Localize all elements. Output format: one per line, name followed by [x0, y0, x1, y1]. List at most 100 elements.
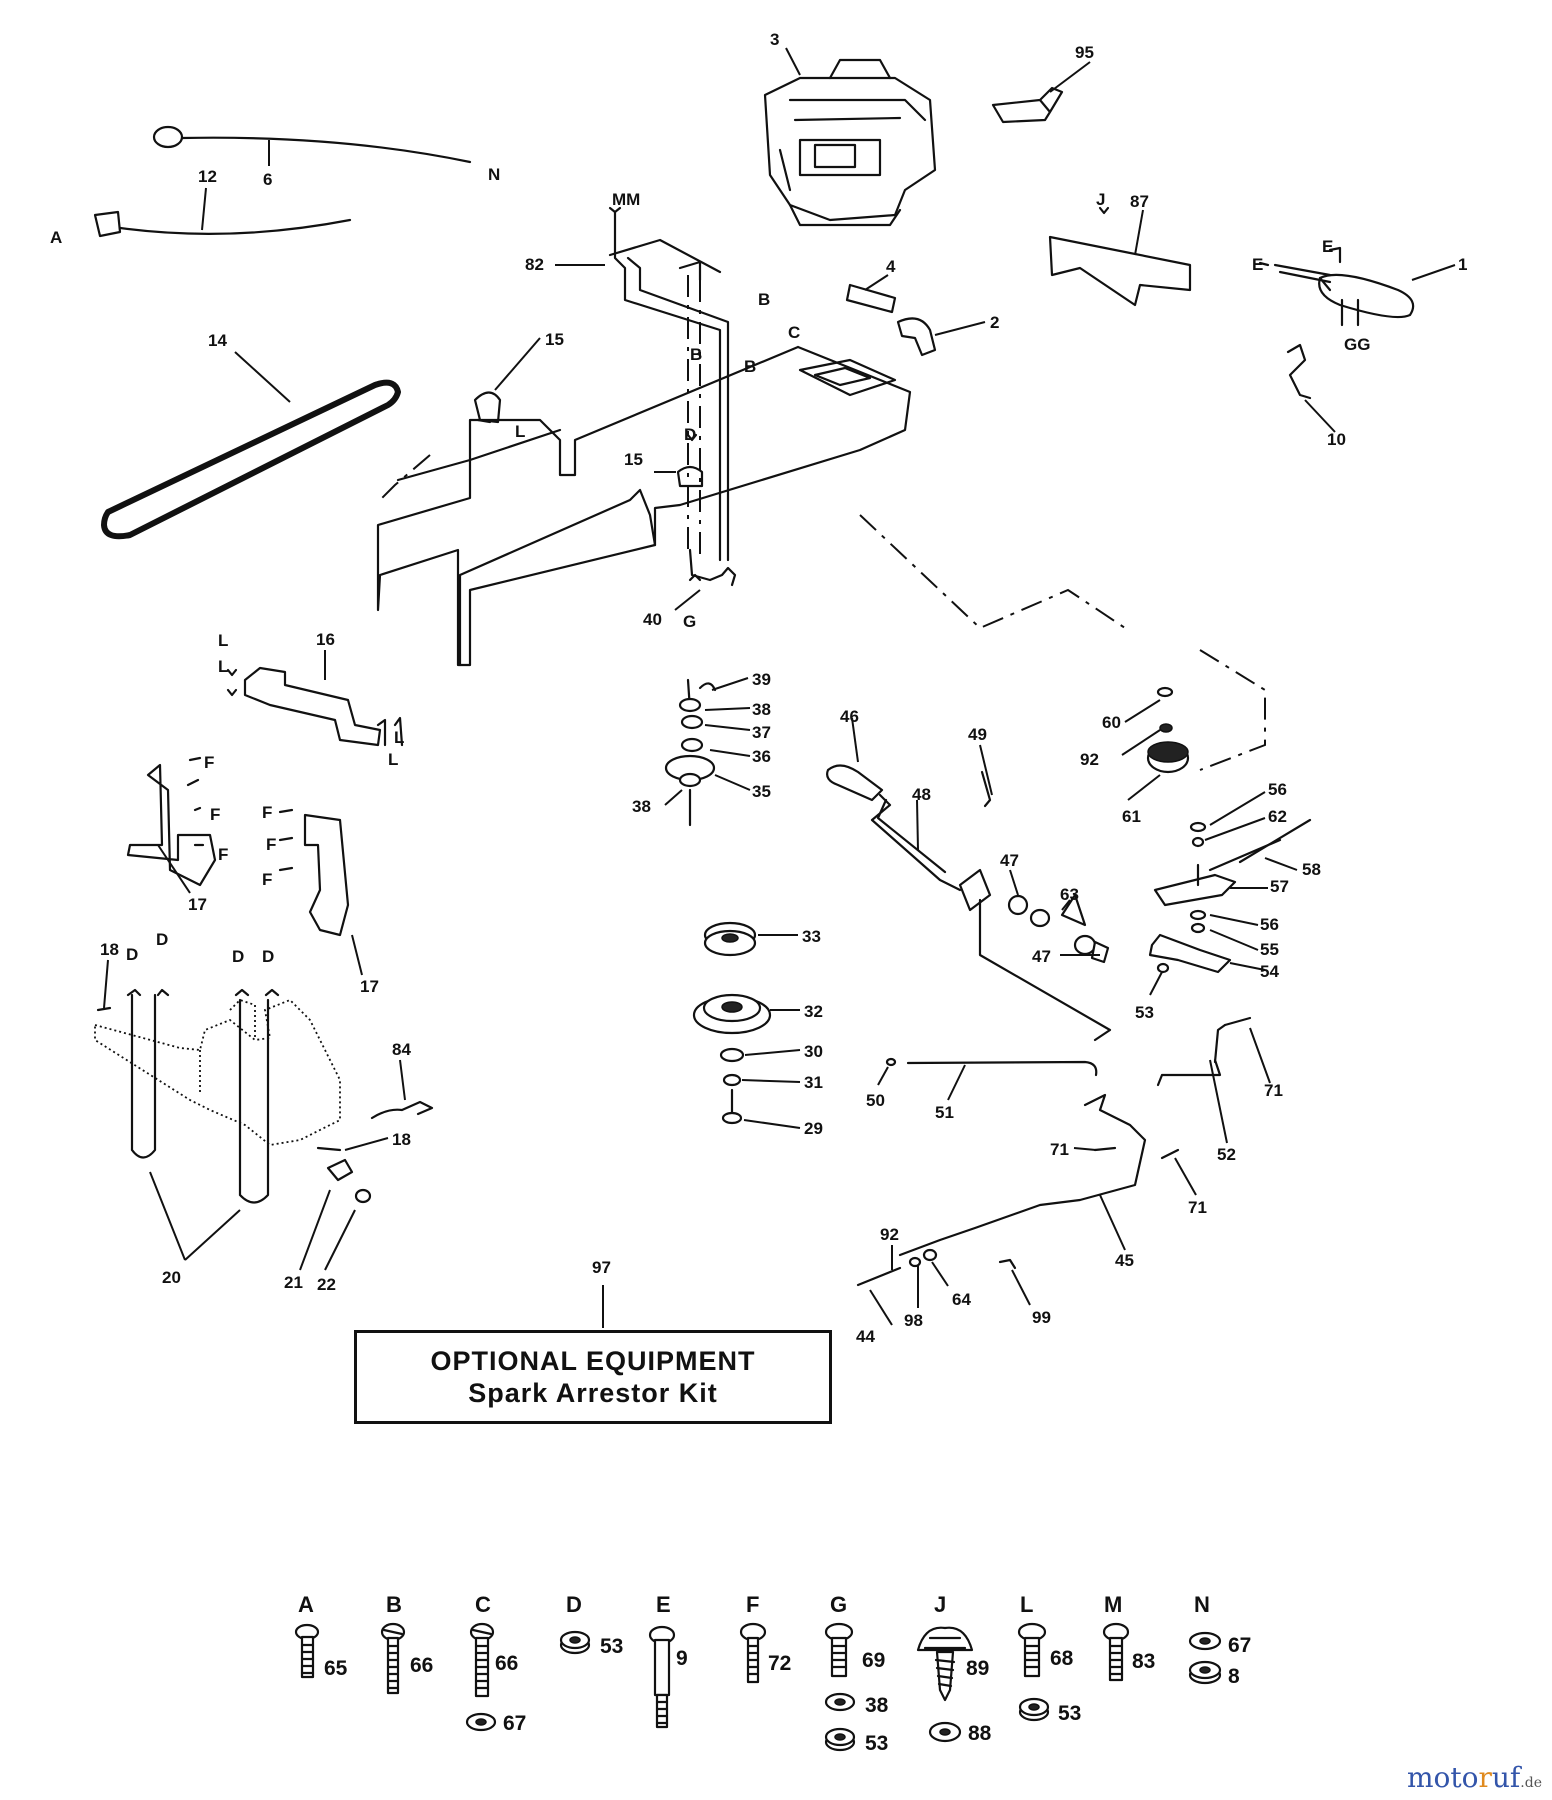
letter-label-L4: L	[394, 728, 404, 747]
hw-nut-N	[1188, 1660, 1222, 1685]
part-label-55: 55	[1260, 940, 1279, 959]
fitting-2-drawing	[896, 317, 937, 357]
hw-letter-E: E	[656, 1592, 671, 1617]
leader-lines	[103, 47, 1456, 1328]
letter-label-A: A	[50, 228, 62, 247]
lever-drawing	[608, 210, 730, 562]
part-label-15a: 15	[545, 330, 564, 349]
hw-washer-J	[928, 1721, 962, 1743]
part-label-33: 33	[802, 927, 821, 946]
letter-label-B1: B	[758, 290, 770, 309]
part-label-14: 14	[208, 331, 227, 350]
letter-label-J: J	[1096, 190, 1105, 209]
part-label-3: 3	[770, 30, 779, 49]
hw-letter-C: C	[475, 1592, 491, 1617]
hw-letter-L: L	[1020, 1592, 1033, 1617]
letter-label-F2: F	[210, 805, 220, 824]
part-label-12: 12	[198, 167, 217, 186]
part-label-10: 10	[1327, 430, 1346, 449]
letter-label-D5: D	[262, 947, 274, 966]
hw-item-M-83: 83	[1132, 1650, 1155, 1673]
hw-letter-F: F	[746, 1592, 759, 1617]
hw-item-C-67: 67	[503, 1712, 526, 1735]
hw-bolt-C	[469, 1622, 495, 1698]
part-label-62: 62	[1268, 807, 1287, 826]
letter-label-E2: E	[1322, 237, 1333, 256]
spark-arrestor-kit-label: Spark Arrestor Kit	[468, 1378, 718, 1408]
pin-71c-drawing	[1160, 1148, 1180, 1160]
letter-label-F6: F	[262, 870, 272, 889]
part-label-38b: 38	[632, 797, 651, 816]
optional-equipment-box: OPTIONAL EQUIPMENT Spark Arrestor Kit	[354, 1330, 832, 1424]
belt-drawing	[101, 379, 401, 540]
hw-item-B-66: 66	[410, 1654, 433, 1677]
part-label-4: 4	[886, 257, 896, 276]
letter-label-D4: D	[232, 947, 244, 966]
part-label-18b: 18	[392, 1130, 411, 1149]
letter-label-GG: GG	[1344, 335, 1370, 354]
part-label-54: 54	[1260, 962, 1279, 981]
part-label-36: 36	[752, 747, 771, 766]
chassis-drawing	[376, 345, 912, 667]
part-label-35: 35	[752, 782, 771, 801]
part-label-61: 61	[1122, 807, 1141, 826]
part-label-21: 21	[284, 1273, 303, 1292]
clip-15a-drawing	[473, 391, 502, 424]
hw-item-D-53: 53	[600, 1635, 623, 1658]
bracket-52-drawing	[1156, 1023, 1227, 1087]
spring-40-drawing	[688, 548, 737, 587]
hw-item-N-67: 67	[1228, 1634, 1251, 1657]
part-label-56a: 56	[1268, 780, 1287, 799]
letter-label-B3: B	[744, 357, 756, 376]
pulley-drawing	[692, 921, 772, 1125]
hw-letter-A: A	[298, 1592, 314, 1617]
dash-lines	[379, 275, 1266, 771]
clip-drawing	[991, 86, 1064, 124]
letter-label-L2: L	[218, 631, 228, 650]
part-label-49: 49	[968, 725, 987, 744]
part-label-22: 22	[317, 1275, 336, 1294]
part-label-2: 2	[990, 313, 999, 332]
optional-equipment-title: OPTIONAL EQUIPMENT	[430, 1346, 756, 1376]
part-label-71c: 71	[1188, 1198, 1207, 1217]
hw-bolt-E	[648, 1625, 676, 1729]
hardware-key: A 65 B 66 C 66 67 D	[294, 1592, 1251, 1755]
hw-item-G-69: 69	[862, 1649, 885, 1672]
hw-letter-N: N	[1194, 1592, 1210, 1617]
letter-label-D2: D	[126, 945, 138, 964]
letter-label-D3: D	[156, 930, 168, 949]
letter-label-E1: E	[1252, 255, 1263, 274]
hw-screw-J	[916, 1626, 974, 1702]
letter-label-D1: D	[684, 425, 696, 444]
hw-item-E-9: 9	[676, 1647, 688, 1670]
part-label-95: 95	[1075, 43, 1094, 62]
linkage-small-parts-drawing	[856, 1248, 1017, 1287]
hw-letter-G: G	[830, 1592, 847, 1617]
hw-washer-C	[465, 1712, 497, 1732]
part-label-18a: 18	[100, 940, 119, 959]
part-label-82: 82	[525, 255, 544, 274]
part-label-29: 29	[804, 1119, 823, 1138]
letter-label-L5: L	[388, 750, 398, 769]
hw-letter-B: B	[386, 1592, 402, 1617]
shield-drawing	[1048, 235, 1192, 307]
part-label-87: 87	[1130, 192, 1149, 211]
bracket-17a-drawing	[126, 763, 217, 887]
part-label-99: 99	[1032, 1308, 1051, 1327]
shaft-drawing	[826, 764, 1112, 1042]
bracket-10-drawing	[1286, 343, 1312, 400]
part-label-92a: 92	[1080, 750, 1099, 769]
idler-pulley-drawing	[1146, 686, 1190, 774]
part-label-53: 53	[1135, 1003, 1154, 1022]
hw-item-A-65: 65	[324, 1657, 348, 1680]
hw-bolt-G	[824, 1622, 854, 1678]
hw-letter-D: D	[566, 1592, 582, 1617]
hw-washer-G	[824, 1692, 856, 1712]
part-label-58: 58	[1302, 860, 1321, 879]
part-label-48: 48	[912, 785, 931, 804]
pin-18b-drawing	[316, 1146, 342, 1152]
rod-45-drawing	[898, 1093, 1147, 1257]
part-label-30: 30	[804, 1042, 823, 1061]
part-label-45: 45	[1115, 1251, 1134, 1270]
bracket-16-drawing	[243, 666, 382, 747]
